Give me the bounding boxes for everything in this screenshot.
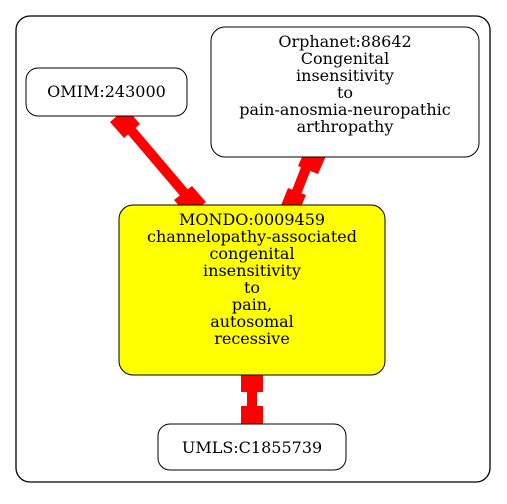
node-orphanet-box [210, 26, 480, 158]
node-umls-label-line-0: UMLS:C1855739 [182, 438, 322, 457]
node-omim-label-line-0: OMIM:243000 [47, 82, 166, 101]
node-omim[interactable]: OMIM:243000 [25, 67, 188, 117]
node-orphanet-label-line-3: to [337, 83, 353, 102]
node-umls-box [157, 423, 347, 471]
node-mondo-label-line-2: congenital [209, 244, 294, 263]
edge-orphanet-to-mondo [280, 148, 326, 214]
node-mondo-label-line-6: autosomal [210, 312, 294, 331]
edge-umls-head-marker [241, 406, 263, 428]
edge-mondo-to-umls [241, 370, 263, 428]
edge-omim-to-mondo [110, 108, 206, 216]
node-orphanet-label-line-1: Congenital [301, 49, 389, 68]
node-orphanet-label-line-5: arthropathy [297, 117, 394, 136]
node-omim-box [25, 67, 188, 117]
node-orphanet-label-line-2: insensitivity [296, 66, 394, 85]
node-umls[interactable]: UMLS:C1855739 [157, 423, 347, 471]
node-mondo-label-line-5: pain, [232, 295, 272, 314]
cluster-boundary [15, 15, 491, 483]
node-mondo-label-line-4: to [244, 278, 260, 297]
node-orphanet-label-line-0: Orphanet:88642 [278, 32, 411, 51]
node-mondo-label-line-7: recessive [214, 329, 290, 348]
node-mondo-box [118, 204, 386, 376]
node-orphanet-label-line-4: pain-anosmia-neuropathic [239, 100, 451, 119]
node-mondo-label-line-1: channelopathy-associated [147, 227, 357, 246]
node-umls-label: UMLS:C1855739 [182, 438, 322, 457]
node-omim-label: OMIM:243000 [47, 82, 166, 101]
node-mondo-label-line-3: insensitivity [203, 261, 301, 280]
node-mondo-label-line-0: MONDO:0009459 [179, 210, 325, 229]
